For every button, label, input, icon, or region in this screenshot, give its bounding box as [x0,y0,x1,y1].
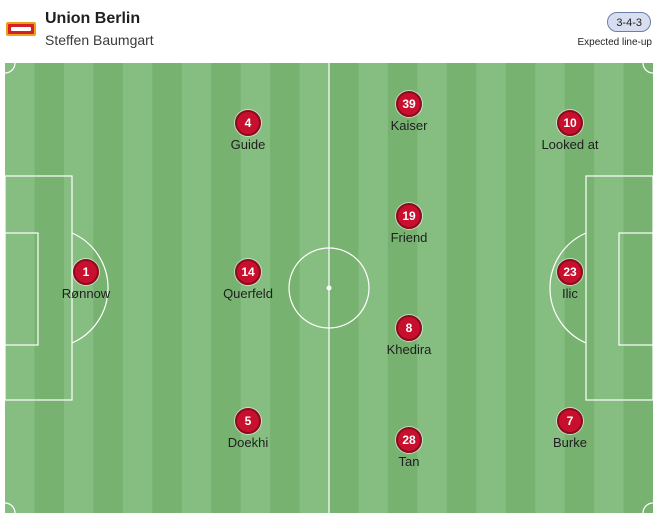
player-name: Khedira [386,342,432,357]
player-number-badge: 19 [396,203,422,229]
grass-stripe [211,63,242,513]
grass-stripe [5,63,35,513]
corner-arc [5,63,16,74]
right-penalty-arc [549,232,587,344]
player-name: Looked at [541,137,599,152]
grass-stripe [446,63,477,513]
corner-arc [642,63,653,74]
player-name: Burke [553,435,587,450]
player-number-badge: 5 [235,408,261,434]
player-number-badge: 1 [73,259,99,285]
player-number-badge: 7 [557,408,583,434]
player-name: Rønnow [61,286,111,301]
center-circle [288,247,370,329]
grass-stripe [358,63,389,513]
grass-stripe [623,63,653,513]
grass-stripe [329,63,359,513]
left-penalty-box [5,175,73,401]
player-name: Friend [390,230,428,245]
player-number-badge: 23 [557,259,583,285]
grass-stripe [34,63,65,513]
formation-badge: 3-4-3 [607,12,651,32]
player-name: Doekhi [227,435,269,450]
player-name: Querfeld [223,286,273,301]
right-goal-box [618,232,653,346]
team-logo-icon [6,22,36,36]
player-number-badge: 39 [396,91,422,117]
left-goal-box [5,232,39,346]
lineup-header: Union Berlin Steffen Baumgart 3-4-3 Expe… [0,0,657,60]
player-number-badge: 8 [396,315,422,341]
grass-stripe [299,63,330,513]
grass-stripe [122,63,153,513]
grass-stripe [417,63,448,513]
center-spot [326,285,332,291]
player-name: Ilic [562,286,578,301]
grass-stripe [505,63,536,513]
corner-arc [642,502,653,513]
corner-arc [5,502,16,513]
player-number-badge: 28 [396,427,422,453]
right-penalty-box [585,175,653,401]
team-name: Union Berlin [45,10,141,27]
player-number-badge: 10 [557,110,583,136]
coach-name: Steffen Baumgart [45,32,154,48]
player-number-badge: 14 [235,259,261,285]
grass-stripe [270,63,301,513]
grass-stripe [564,63,595,513]
player-number-badge: 4 [235,110,261,136]
pitch-markings [5,63,653,513]
grass-stripe [63,63,94,513]
left-penalty-arc [71,232,109,344]
grass-stripe [181,63,212,513]
grass-stripe [152,63,183,513]
grass-stripe [240,63,271,513]
player-name: Kaiser [390,118,428,133]
player-name: Tan [398,454,420,469]
lineup-status-label: Expected line-up [577,37,653,48]
player-name: Guide [230,137,266,152]
grass-stripe [476,63,507,513]
